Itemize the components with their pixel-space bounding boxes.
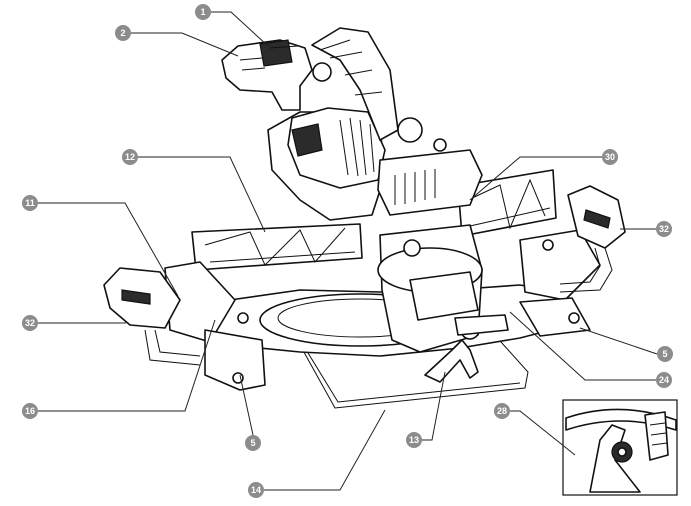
svg-text:2: 2 bbox=[120, 28, 125, 38]
left-handle-grip bbox=[121, 289, 151, 305]
right-foot bbox=[519, 297, 591, 337]
leader-11 bbox=[38, 202, 179, 297]
inset-detail bbox=[562, 399, 678, 496]
svg-text:5: 5 bbox=[662, 349, 667, 359]
callout-14: 14 bbox=[248, 482, 264, 498]
callout-13: 13 bbox=[406, 432, 422, 448]
slide-rail-tubes bbox=[409, 271, 479, 321]
svg-text:16: 16 bbox=[25, 406, 35, 416]
left-foot bbox=[204, 329, 266, 391]
miter-handle bbox=[424, 339, 479, 383]
inset-lock-knob-center bbox=[617, 447, 627, 457]
right-fence bbox=[457, 169, 557, 237]
svg-text:24: 24 bbox=[659, 375, 669, 385]
callout-5-left: 5 bbox=[245, 435, 261, 451]
blade-guard-ribs bbox=[319, 39, 383, 96]
left-fence-truss bbox=[204, 227, 356, 266]
handle-knob bbox=[312, 62, 332, 82]
leader-16 bbox=[38, 319, 216, 412]
leader-24 bbox=[509, 311, 656, 381]
callout-32-left: 32 bbox=[22, 315, 38, 331]
motor-vents bbox=[339, 117, 375, 177]
leader-2 bbox=[131, 32, 239, 57]
svg-text:32: 32 bbox=[25, 318, 35, 328]
leader-5r bbox=[579, 327, 658, 355]
callout-32-right: 32 bbox=[656, 221, 672, 237]
leader-28 bbox=[510, 410, 576, 456]
svg-text:13: 13 bbox=[409, 435, 419, 445]
svg-text:12: 12 bbox=[125, 152, 135, 162]
callout-12: 12 bbox=[122, 149, 138, 165]
leader-13 bbox=[422, 371, 446, 441]
right-fence-truss bbox=[467, 178, 551, 230]
callout-30: 30 bbox=[602, 149, 618, 165]
right-base-bolt bbox=[542, 239, 554, 251]
base-stand-loop bbox=[299, 331, 529, 409]
miter-saw-illustration bbox=[103, 27, 626, 409]
inset-bracket bbox=[644, 411, 669, 461]
svg-text:14: 14 bbox=[251, 485, 261, 495]
callout-2: 2 bbox=[115, 25, 131, 41]
callout-markers: 1 2 12 30 11 32 32 5 bbox=[22, 4, 673, 498]
depth-stop-knob bbox=[397, 117, 423, 143]
callout-24: 24 bbox=[656, 372, 672, 388]
slide-carriage bbox=[377, 149, 483, 216]
callout-1: 1 bbox=[195, 4, 211, 20]
miter-detent-lever bbox=[454, 314, 509, 336]
svg-text:32: 32 bbox=[659, 224, 669, 234]
svg-text:28: 28 bbox=[497, 406, 507, 416]
callout-11: 11 bbox=[22, 195, 38, 211]
motor-cap bbox=[291, 123, 323, 157]
svg-text:30: 30 bbox=[605, 152, 615, 162]
left-extension-rod bbox=[144, 329, 201, 366]
right-foot-bolt bbox=[568, 312, 580, 324]
leader-30 bbox=[469, 156, 602, 201]
leader-1 bbox=[211, 11, 269, 47]
leader-14 bbox=[264, 409, 386, 491]
callout-28: 28 bbox=[494, 403, 510, 419]
trigger-switch bbox=[259, 39, 293, 67]
handle-grip-lines bbox=[239, 45, 299, 71]
right-extension-rod bbox=[559, 247, 613, 293]
left-base-bolt bbox=[237, 312, 249, 324]
right-handle-grip bbox=[583, 209, 611, 229]
left-fence bbox=[191, 223, 363, 271]
leader-5l bbox=[239, 374, 254, 436]
carriage-springs bbox=[394, 169, 436, 205]
base-stand-loop-inner bbox=[304, 347, 521, 403]
leader-12 bbox=[138, 156, 266, 233]
svg-text:5: 5 bbox=[250, 438, 255, 448]
svg-text:11: 11 bbox=[25, 198, 35, 208]
callout-16: 16 bbox=[22, 403, 38, 419]
bevel-knob bbox=[403, 239, 421, 257]
svg-text:1: 1 bbox=[200, 7, 205, 17]
inset-bracket-lines bbox=[649, 422, 668, 446]
leader-lines bbox=[38, 11, 658, 491]
rear-knob bbox=[433, 138, 447, 152]
callout-5-right: 5 bbox=[657, 346, 673, 362]
